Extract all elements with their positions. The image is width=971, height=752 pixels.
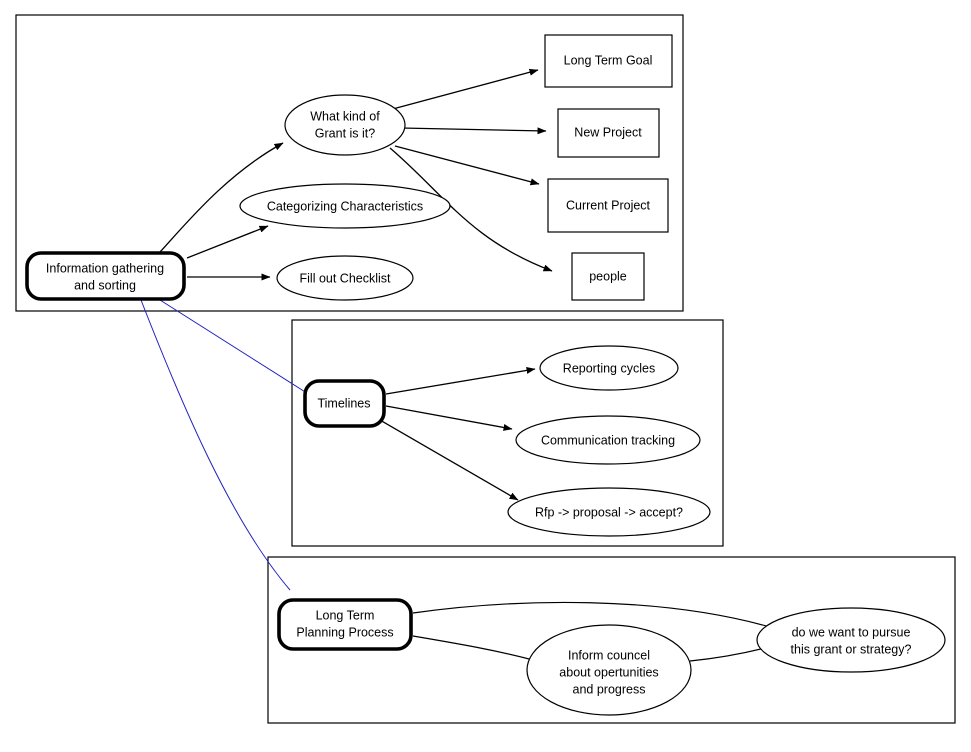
group-frame-timelines — [291, 319, 724, 547]
node-people[interactable] — [571, 252, 645, 301]
edge-inform-councel-to-do-we-want — [689, 647, 766, 662]
node-long-term-planning-process-line1: Long Term — [316, 608, 375, 622]
node-do-we-want-to-pursue-line2: this grant or strategy? — [791, 642, 912, 656]
edge-timelines-to-communication-tracking — [385, 405, 513, 431]
node-do-we-want-to-pursue-line1: do we want to pursue — [792, 625, 911, 639]
node-inform-councel-line2: about opertunities — [559, 665, 658, 679]
node-long-term-goal[interactable] — [544, 34, 673, 88]
node-fill-out-checklist[interactable] — [276, 255, 414, 301]
node-do-we-want-to-pursue[interactable] — [756, 607, 946, 673]
edge-planning-to-do-we-want — [412, 601, 771, 628]
node-people-label: people — [589, 269, 627, 283]
node-timelines-label: Timelines — [317, 396, 370, 410]
node-what-kind-of-grant-line1: What kind of — [310, 109, 380, 123]
edge-what-kind-to-people — [389, 147, 553, 272]
node-categorizing-characteristics[interactable] — [239, 183, 451, 229]
node-long-term-goal-label: Long Term Goal — [564, 53, 653, 67]
edge-information-to-what-kind — [159, 142, 284, 253]
edge-timelines-to-rfp-proposal — [379, 419, 519, 501]
node-new-project-label: New Project — [574, 125, 642, 139]
node-reporting-cycles[interactable] — [539, 345, 679, 391]
node-long-term-planning-process[interactable] — [277, 598, 413, 651]
node-long-term-planning-process-line2: Planning Process — [296, 625, 393, 639]
node-inform-councel-line1: Inform councel — [568, 648, 650, 662]
edge-planning-to-inform-councel — [412, 635, 534, 661]
node-communication-tracking-label: Communication tracking — [541, 433, 675, 447]
node-communication-tracking[interactable] — [515, 415, 701, 465]
group-frame-information — [15, 14, 684, 312]
edge-timelines-to-reporting-cycles — [385, 366, 536, 395]
node-inform-councel[interactable] — [526, 624, 692, 716]
group-frame-planning — [267, 556, 956, 724]
edge-what-kind-to-new-project — [400, 127, 547, 135]
node-fill-out-checklist-label: Fill out Checklist — [300, 271, 392, 285]
node-timelines[interactable] — [303, 379, 386, 428]
node-information-gathering-line2: and sorting — [74, 278, 136, 292]
node-inform-councel-line3: and progress — [573, 682, 646, 696]
edge-information-to-categorizing — [186, 225, 269, 259]
node-information-gathering-line1: Information gathering — [46, 261, 164, 275]
node-what-kind-of-grant-line2: Grant is it? — [315, 126, 375, 140]
node-rfp-proposal-accept[interactable] — [507, 487, 711, 537]
node-new-project[interactable] — [557, 108, 660, 158]
node-information-gathering[interactable] — [25, 251, 186, 301]
node-current-project[interactable] — [547, 178, 669, 233]
node-what-kind-of-grant[interactable] — [284, 94, 406, 156]
cross-link-information-to-planning — [140, 299, 291, 591]
edge-what-kind-to-long-term-goal — [388, 68, 539, 111]
cross-link-information-to-timelines — [159, 299, 311, 396]
node-reporting-cycles-label: Reporting cycles — [563, 361, 655, 375]
node-rfp-proposal-accept-label: Rfp -> proposal -> accept? — [535, 505, 683, 519]
edge-what-kind-to-current-project — [394, 145, 540, 186]
node-current-project-label: Current Project — [566, 198, 651, 212]
node-categorizing-characteristics-label: Categorizing Characteristics — [267, 199, 423, 213]
